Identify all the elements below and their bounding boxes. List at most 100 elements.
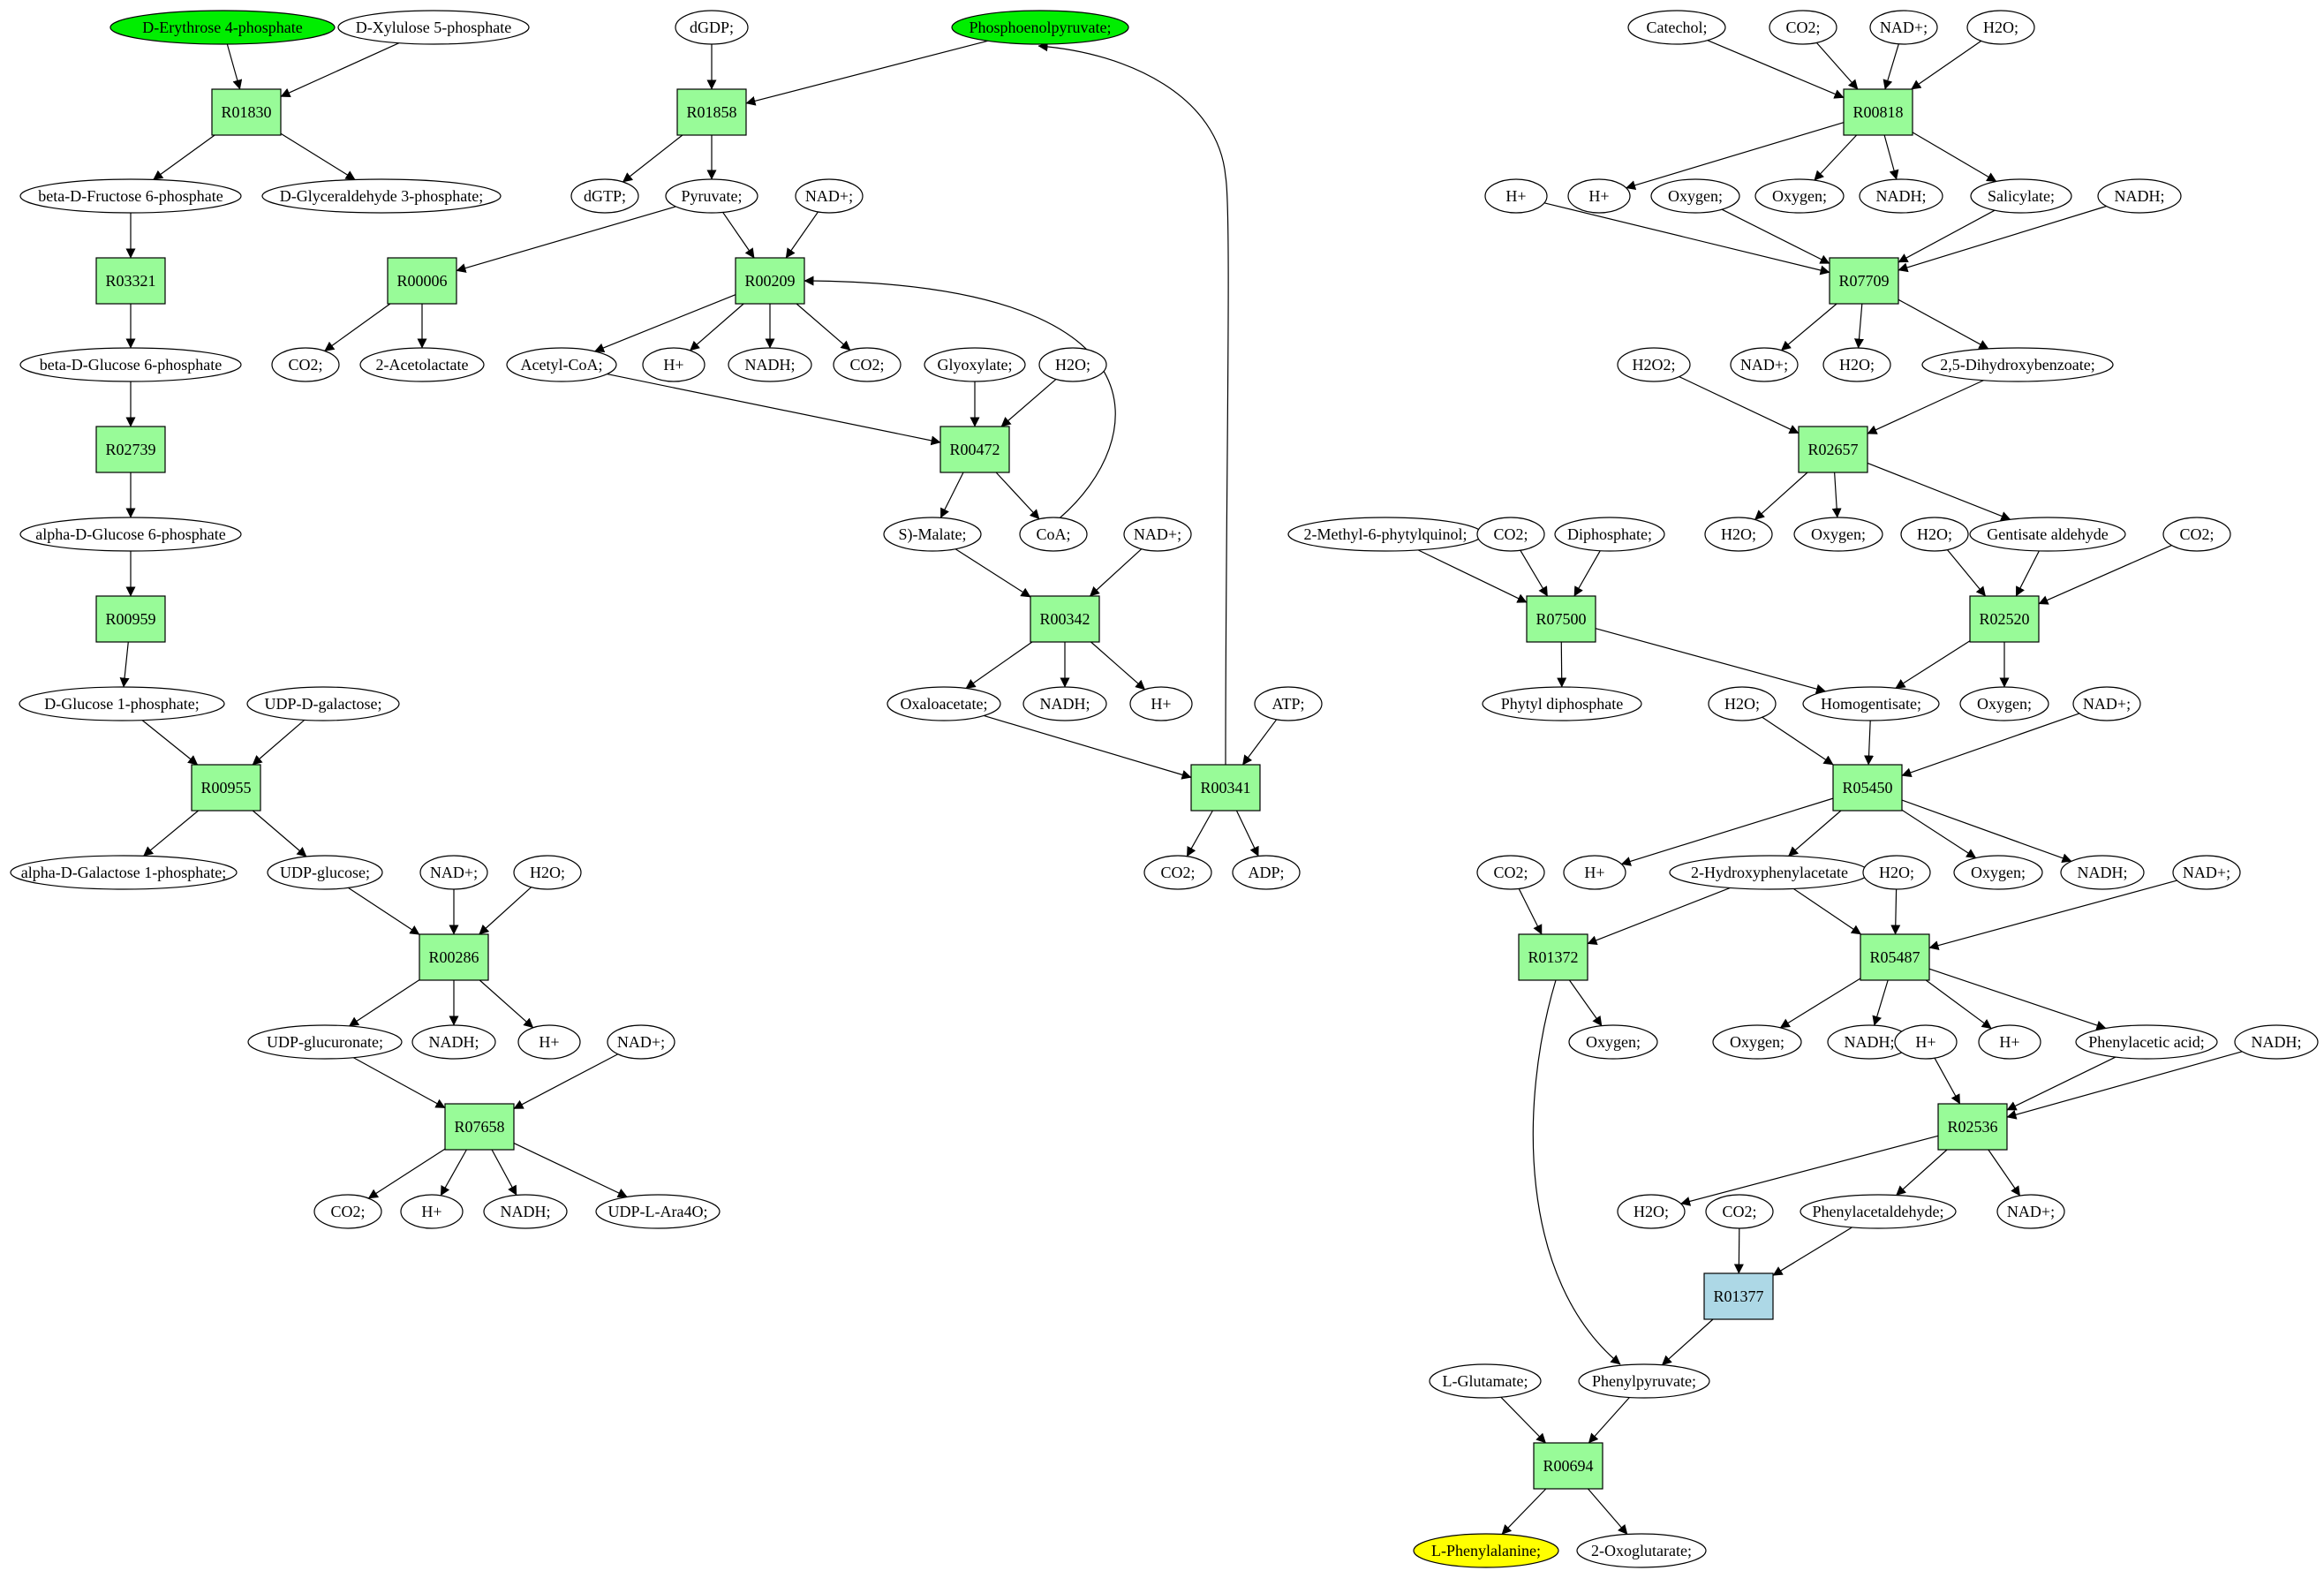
metabolite-node-phpyr[interactable]: Phenylpyruvate;: [1578, 1363, 1710, 1399]
metabolite-node-mpq[interactable]: 2-Methyl-6-phytylquinol;: [1287, 517, 1483, 552]
reaction-node-R00818[interactable]: R00818: [1843, 88, 1913, 136]
metabolite-node-nad_g[interactable]: NAD+;: [2072, 686, 2141, 721]
metabolite-node-homog[interactable]: Homogentisate;: [1802, 686, 1940, 721]
metabolite-node-dipho[interactable]: Diphosphate;: [1554, 517, 1665, 552]
metabolite-node-pep[interactable]: Phosphoenolpyruvate;: [951, 10, 1129, 45]
metabolite-node-h2o_b[interactable]: H2O;: [1038, 347, 1107, 382]
metabolite-node-acetolac[interactable]: 2-Acetolactate: [359, 347, 485, 382]
reaction-node-R00472[interactable]: R00472: [939, 426, 1010, 473]
metabolite-node-co2_e[interactable]: CO2;: [1769, 10, 1837, 45]
metabolite-node-phacet[interactable]: Phenylacetic acid;: [2075, 1024, 2218, 1060]
metabolite-node-bg6p[interactable]: beta-D-Glucose 6-phosphate: [19, 347, 242, 382]
reaction-node-R00342[interactable]: R00342: [1030, 595, 1100, 643]
reaction-node-R01830[interactable]: R01830: [211, 88, 282, 136]
metabolite-node-h_a[interactable]: H+: [517, 1024, 581, 1060]
metabolite-node-adp[interactable]: ADP;: [1232, 855, 1301, 890]
metabolite-node-co2_f[interactable]: CO2;: [1476, 517, 1545, 552]
metabolite-node-oxoglu[interactable]: 2-Oxoglutarate;: [1576, 1533, 1707, 1568]
metabolite-node-nadh_b[interactable]: NADH;: [483, 1194, 568, 1229]
metabolite-node-co2_d[interactable]: CO2;: [1143, 855, 1212, 890]
metabolite-node-coa[interactable]: CoA;: [1019, 517, 1088, 552]
metabolite-node-nadh_d[interactable]: NADH;: [1022, 686, 1107, 721]
metabolite-node-x5p[interactable]: D-Xylulose 5-phosphate: [337, 10, 530, 45]
reaction-node-R05487[interactable]: R05487: [1860, 933, 1930, 981]
metabolite-node-oxy_c[interactable]: Oxygen;: [1793, 517, 1883, 552]
reaction-node-R02536[interactable]: R02536: [1937, 1103, 2008, 1151]
metabolite-node-oxy_e[interactable]: Oxygen;: [1953, 855, 2043, 890]
metabolite-node-h_i[interactable]: H+: [1978, 1024, 2041, 1060]
metabolite-node-h2o_e[interactable]: H2O;: [1704, 517, 1773, 552]
reaction-node-R02739[interactable]: R02739: [95, 426, 166, 473]
metabolite-node-hpa[interactable]: 2-Hydroxyphenylacetate: [1669, 855, 1870, 890]
metabolite-node-nadh_f[interactable]: NADH;: [2097, 178, 2182, 214]
reaction-node-R00006[interactable]: R00006: [387, 257, 457, 305]
metabolite-node-co2_g[interactable]: CO2;: [2162, 517, 2231, 552]
metabolite-node-nadh_c[interactable]: NADH;: [728, 347, 812, 382]
metabolite-node-nad_d[interactable]: NAD+;: [1123, 517, 1192, 552]
metabolite-node-catechol[interactable]: Catechol;: [1627, 10, 1726, 45]
metabolite-node-h2o_h[interactable]: H2O;: [1862, 855, 1931, 890]
metabolite-node-accoa[interactable]: Acetyl-CoA;: [506, 347, 617, 382]
metabolite-node-bf6p[interactable]: beta-D-Fructose 6-phosphate: [19, 178, 242, 214]
metabolite-node-g3p[interactable]: D-Glyceraldehyde 3-phosphate;: [261, 178, 502, 214]
metabolite-node-nad_e[interactable]: NAD+;: [1869, 10, 1938, 45]
metabolite-node-h2o_a[interactable]: H2O;: [513, 855, 582, 890]
metabolite-node-smal[interactable]: S)-Malate;: [883, 517, 982, 552]
metabolite-node-udpglc[interactable]: UDP-glucose;: [267, 855, 383, 890]
reaction-node-R01377[interactable]: R01377: [1703, 1272, 1774, 1320]
metabolite-node-h_c[interactable]: H+: [642, 347, 706, 382]
metabolite-node-dhb[interactable]: 2,5-Dihydroxybenzoate;: [1921, 347, 2114, 382]
metabolite-node-nadh_i[interactable]: NADH;: [2234, 1024, 2319, 1060]
metabolite-node-nad_b[interactable]: NAD+;: [607, 1024, 675, 1060]
metabolite-node-e4p[interactable]: D-Erythrose 4-phosphate: [109, 10, 336, 45]
metabolite-node-udpgal[interactable]: UDP-D-galactose;: [246, 686, 400, 721]
metabolite-node-h2o2[interactable]: H2O2;: [1617, 347, 1691, 382]
metabolite-node-lphe[interactable]: L-Phenylalanine;: [1413, 1533, 1559, 1568]
metabolite-node-nad_c[interactable]: NAD+;: [795, 178, 864, 214]
metabolite-node-oxy_a[interactable]: Oxygen;: [1650, 178, 1740, 214]
reaction-node-R00959[interactable]: R00959: [95, 595, 166, 643]
reaction-node-R02657[interactable]: R02657: [1798, 426, 1868, 473]
reaction-node-R07709[interactable]: R07709: [1829, 257, 1899, 305]
metabolite-node-lglu[interactable]: L-Glutamate;: [1429, 1363, 1542, 1399]
metabolite-node-oaa[interactable]: Oxaloacetate;: [887, 686, 1001, 721]
metabolite-node-nad_i[interactable]: NAD+;: [1996, 1194, 2065, 1229]
metabolite-node-oxy_d[interactable]: Oxygen;: [1959, 686, 2049, 721]
reaction-node-R00341[interactable]: R00341: [1190, 764, 1261, 812]
metabolite-node-h_e[interactable]: H+: [1484, 178, 1548, 214]
metabolite-node-co2_i[interactable]: CO2;: [1705, 1194, 1774, 1229]
metabolite-node-nad_f[interactable]: NAD+;: [1730, 347, 1799, 382]
reaction-node-R07658[interactable]: R07658: [444, 1103, 515, 1151]
reaction-node-R00209[interactable]: R00209: [735, 257, 805, 305]
metabolite-node-udpglcA[interactable]: UDP-glucuronate;: [247, 1024, 403, 1060]
reaction-node-R03321[interactable]: R03321: [95, 257, 166, 305]
metabolite-node-h_g[interactable]: H+: [1563, 855, 1626, 890]
metabolite-node-agal1p[interactable]: alpha-D-Galactose 1-phosphate;: [10, 855, 238, 890]
metabolite-node-dgdp[interactable]: dGDP;: [675, 10, 749, 45]
reaction-node-R01858[interactable]: R01858: [676, 88, 747, 136]
metabolite-node-g1p[interactable]: D-Glucose 1-phosphate;: [19, 686, 225, 721]
metabolite-node-oxy_g[interactable]: Oxygen;: [1712, 1024, 1802, 1060]
metabolite-node-h_d[interactable]: H+: [1129, 686, 1193, 721]
metabolite-node-ag6p[interactable]: alpha-D-Glucose 6-phosphate: [19, 517, 242, 552]
metabolite-node-h_h[interactable]: H+: [1894, 1024, 1958, 1060]
metabolite-node-udpara[interactable]: UDP-L-Ara4O;: [595, 1194, 721, 1229]
reaction-node-R07500[interactable]: R07500: [1526, 595, 1596, 643]
metabolite-node-nad_h[interactable]: NAD+;: [2172, 855, 2241, 890]
reaction-node-R01372[interactable]: R01372: [1518, 933, 1588, 981]
metabolite-node-oxy_b[interactable]: Oxygen;: [1754, 178, 1845, 214]
metabolite-node-h2o_f[interactable]: H2O;: [1900, 517, 1969, 552]
metabolite-node-pyr[interactable]: Pyruvate;: [665, 178, 758, 214]
metabolite-node-nadh_g[interactable]: NADH;: [2060, 855, 2145, 890]
metabolite-node-dgtp[interactable]: dGTP;: [570, 178, 639, 214]
metabolite-node-salic[interactable]: Salicylate;: [1970, 178, 2072, 214]
metabolite-node-atp[interactable]: ATP;: [1254, 686, 1323, 721]
metabolite-node-nadh_h[interactable]: NADH;: [1827, 1024, 1912, 1060]
metabolite-node-h2o_c[interactable]: H2O;: [1966, 10, 2035, 45]
metabolite-node-h2o_g[interactable]: H2O;: [1708, 686, 1777, 721]
metabolite-node-nadh_a[interactable]: NADH;: [411, 1024, 496, 1060]
metabolite-node-co2_b[interactable]: CO2;: [271, 347, 340, 382]
metabolite-node-oxy_f[interactable]: Oxygen;: [1568, 1024, 1658, 1060]
metabolite-node-nadh_e[interactable]: NADH;: [1859, 178, 1943, 214]
reaction-node-R00286[interactable]: R00286: [419, 933, 489, 981]
